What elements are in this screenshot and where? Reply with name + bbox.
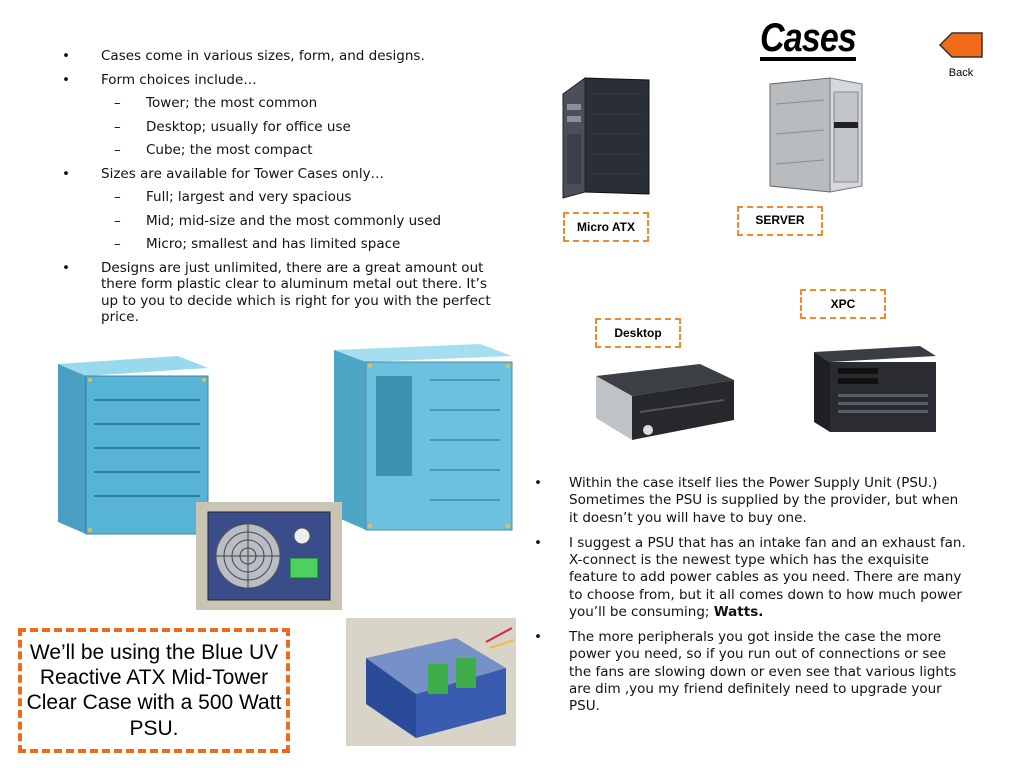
sub-list-item: Desktop; usually for office use: [62, 119, 492, 137]
back-arrow-icon: [938, 32, 983, 58]
watts-emphasis: Watts.: [713, 603, 764, 620]
left-bullet-list: Cases come in various sizes, form, and d…: [62, 48, 492, 332]
case-selection-callout: We’ll be using the Blue UV Reactive ATX …: [18, 628, 290, 753]
sub-list-item: Tower; the most common: [62, 95, 492, 113]
psu-internal-image: [346, 618, 516, 746]
back-button[interactable]: Back: [938, 30, 986, 90]
right-bullet-list: Within the case itself lies the Power Su…: [534, 475, 966, 723]
micro-atx-case-image: [562, 77, 650, 199]
desktop-case-image: [596, 364, 734, 440]
list-item: Form choices include…: [62, 72, 492, 90]
psu-fan-image: [196, 502, 342, 610]
sub-list-item: Full; largest and very spacious: [62, 189, 492, 207]
server-case-image: [769, 77, 863, 193]
list-item: I suggest a PSU that has an intake fan a…: [534, 535, 966, 621]
micro-atx-label: Micro ATX: [563, 212, 649, 242]
list-item: Sizes are available for Tower Cases only…: [62, 166, 492, 184]
sub-list-item: Mid; mid-size and the most commonly used: [62, 213, 492, 231]
clear-blue-case-side-image: [334, 344, 513, 531]
page-title: Cases: [760, 16, 857, 60]
sub-list-item: Cube; the most compact: [62, 142, 492, 160]
sub-list-item: Micro; smallest and has limited space: [62, 236, 492, 254]
clear-blue-case-front-image: [58, 356, 209, 535]
list-item: Cases come in various sizes, form, and d…: [62, 48, 492, 66]
list-item: Within the case itself lies the Power Su…: [534, 475, 966, 527]
xpc-case-image: [814, 346, 936, 432]
back-label: Back: [948, 67, 974, 79]
desktop-label: Desktop: [595, 318, 681, 348]
xpc-label: XPC: [800, 289, 886, 319]
server-label: SERVER: [737, 206, 823, 236]
list-item: Designs are just unlimited, there are a …: [62, 260, 492, 326]
psu-suggestion-text: I suggest a PSU that has an intake fan a…: [569, 534, 966, 620]
list-item: The more peripherals you got inside the …: [534, 629, 966, 715]
